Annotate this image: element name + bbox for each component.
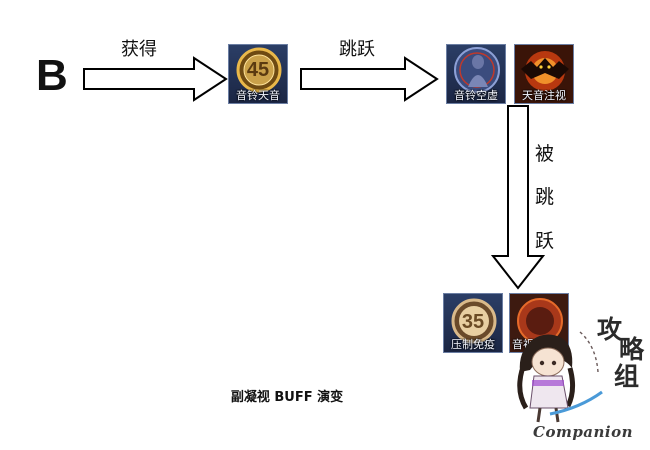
arrow-down [491, 105, 545, 290]
buff-icon-3-caption: 天音注视 [522, 89, 566, 102]
buff-icon-3: 天音注视 [514, 44, 574, 104]
buff-icon-2-art [454, 47, 500, 93]
buff-icon-1-caption: 音铃天音 [236, 89, 280, 102]
arrow-right-1 [83, 56, 228, 102]
buff-icon-2-caption: 音铃空虚 [454, 89, 498, 102]
buff-icon-2: 音铃空虚 [446, 44, 506, 104]
buff-icon-4-number: 35 [461, 311, 485, 333]
watermark-brush-char-2: 略 [619, 335, 645, 364]
diagram-caption: 副凝视 BUFF 演变 [230, 390, 344, 405]
watermark-brush-char-3: 组 [614, 362, 640, 391]
arrow-right-2 [300, 56, 439, 102]
watermark-text: Companion [533, 423, 634, 441]
watermark-brush-char-1: 攻 [597, 315, 623, 344]
diagram-label-b: B [36, 51, 68, 100]
buff-icon-4-caption: 压制免疫 [451, 338, 495, 351]
buff-icon-3-art [515, 45, 573, 103]
arrow1-label: 获得 [121, 39, 157, 60]
buff-icon-1-art [236, 47, 282, 93]
buff-icon-1-number: 45 [246, 59, 270, 81]
buff-icon-4-art [451, 298, 497, 344]
arrow3-label-char-2: 跳 [535, 186, 555, 208]
arrow3-label-char-1: 被 [535, 143, 555, 165]
arrow3-label-char-3: 跃 [535, 230, 555, 252]
buff-icon-4: 35 压制免疫 [443, 293, 503, 353]
buff-icon-1: 45 音铃天音 [228, 44, 288, 104]
arrow2-label: 跳跃 [339, 39, 375, 60]
mascot-watermark [517, 331, 603, 423]
